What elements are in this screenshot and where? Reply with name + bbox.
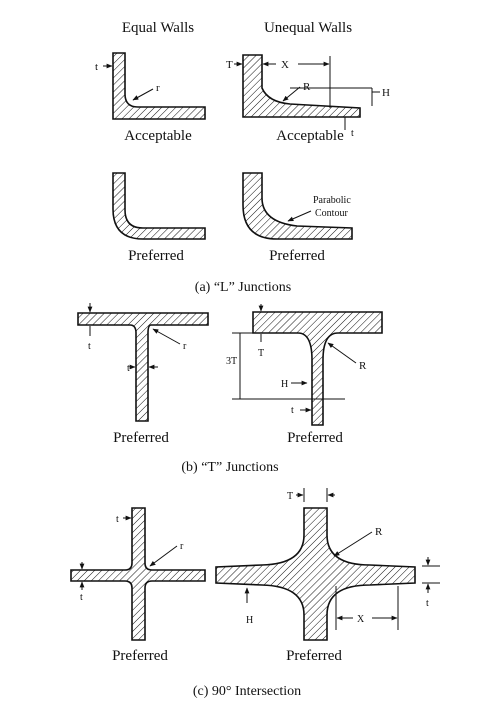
parabolic-note-line1: Parabolic (313, 195, 351, 206)
t-junction-unequal: T R 3T H t (226, 304, 383, 426)
l-junction-unequal-preferred: Parabolic Contour (242, 172, 353, 240)
dim-R-label: R (359, 360, 367, 372)
dim-H-label: H (246, 615, 253, 626)
dim-T-label: T (226, 59, 233, 71)
dim-H-label: H (382, 87, 390, 99)
dim-H-label: H (281, 379, 288, 390)
dim-R-label: R (375, 526, 383, 538)
dim-t-label: t (95, 61, 98, 73)
t-junction-equal: t r t (77, 303, 209, 422)
dim-T-label: T (258, 348, 264, 359)
l-junction-unequal-acceptable: T X R H t (226, 54, 390, 139)
dim-T-label: T (287, 491, 293, 502)
dim-r-label: r (180, 541, 184, 552)
l-junction-equal-acceptable: t r (95, 52, 206, 120)
rating-preferred: Preferred (128, 248, 184, 264)
caption-t-junctions: (b) “T” Junctions (181, 460, 278, 475)
header-equal-walls: Equal Walls (122, 20, 194, 36)
rating-preferred: Preferred (112, 648, 168, 664)
l-junction-equal-preferred (112, 172, 206, 240)
dim-t-label: t (116, 514, 119, 525)
rating-preferred: Preferred (286, 648, 342, 664)
rating-preferred: Preferred (113, 430, 169, 446)
dim-X-label: X (357, 614, 365, 625)
header-unequal-walls: Unequal Walls (264, 20, 352, 36)
dim-R-label: R (303, 81, 311, 93)
rating-preferred: Preferred (287, 430, 343, 446)
cross-intersection-equal: t r t (70, 507, 206, 641)
dim-t-label: t (80, 592, 83, 603)
dim-3T-label: 3T (226, 356, 237, 367)
dim-t-label: t (88, 341, 91, 352)
rating-preferred: Preferred (269, 248, 325, 264)
cross-intersection-unequal: T R t H X (215, 488, 440, 641)
dim-t-label: t (291, 405, 294, 416)
dim-r-label: r (156, 82, 160, 94)
dim-t-label: t (127, 363, 130, 374)
dim-t-label: t (426, 598, 429, 609)
dim-r-label: r (183, 341, 187, 352)
parabolic-note-line2: Contour (315, 208, 348, 219)
dim-X-label: X (281, 59, 289, 71)
rating-acceptable: Acceptable (276, 128, 344, 144)
caption-l-junctions: (a) “L” Junctions (195, 280, 291, 295)
caption-intersection: (c) 90° Intersection (193, 684, 301, 699)
dim-t-label: t (351, 128, 354, 139)
rating-acceptable: Acceptable (124, 128, 192, 144)
